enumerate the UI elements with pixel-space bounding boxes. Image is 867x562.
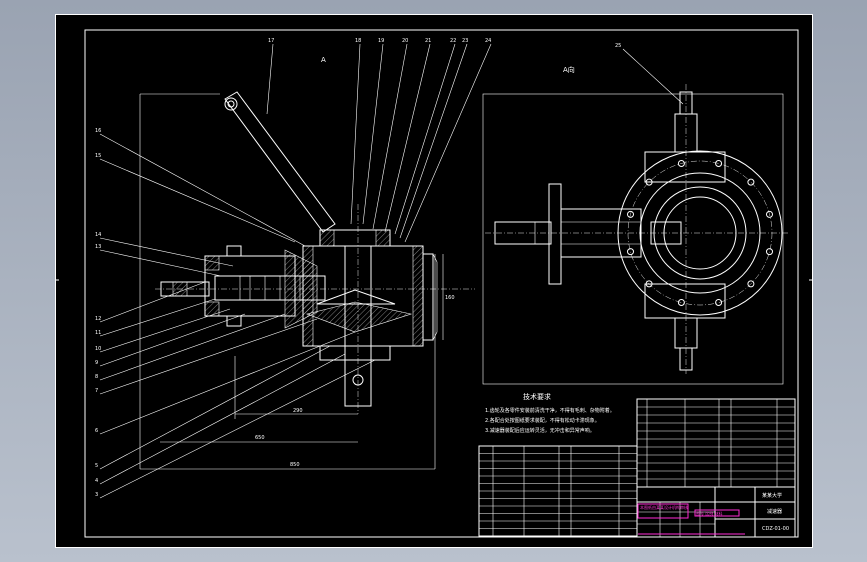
svg-text:16: 16	[95, 128, 101, 134]
svg-text:13: 13	[95, 244, 101, 250]
svg-text:5: 5	[95, 463, 98, 469]
svg-text:9: 9	[95, 360, 98, 366]
svg-text:19: 19	[378, 38, 384, 44]
inner-border	[84, 29, 799, 538]
end-view: A向 25	[482, 43, 790, 385]
drawing-sheet: 850 650 290 160 A	[55, 14, 813, 548]
stamp-text: 本图纸由某某设计机构审核	[640, 504, 688, 510]
stamp-subtext: 图号 比例 材料	[696, 510, 723, 516]
bolt-hole	[715, 160, 723, 167]
bolt-hole	[677, 160, 685, 167]
svg-text:3: 3	[95, 492, 98, 498]
svg-text:23: 23	[462, 38, 468, 44]
dimensions: 850 650 290 160	[139, 254, 455, 470]
tech-title: 技术要求	[523, 392, 551, 401]
svg-text:22: 22	[450, 38, 456, 44]
bolt-hole	[715, 299, 723, 306]
svg-text:4: 4	[95, 478, 98, 484]
bolt-hole	[747, 280, 755, 288]
bolt-hole	[766, 210, 773, 218]
tech-note-2: 2.各配合处按图纸要求装配，不得有松动卡滞现象。	[485, 417, 600, 424]
svg-text:6: 6	[95, 428, 98, 434]
view-label-left: A	[321, 56, 326, 64]
outer-border	[55, 14, 813, 548]
flange-bolt-holes	[627, 160, 773, 306]
cad-drawing-canvas: 850 650 290 160 A	[55, 14, 813, 548]
svg-text:20: 20	[402, 38, 408, 44]
bolt-hole	[677, 299, 685, 306]
leader-lines	[99, 43, 492, 499]
bolt-hole	[766, 248, 773, 256]
svg-text:8: 8	[95, 374, 98, 380]
dim-160: 160	[445, 295, 455, 301]
title-block: 某某大学 减速器 CDZ-01-00 本图纸由某某设计机构审核 图号 比例 材料	[636, 486, 796, 538]
svg-text:24: 24	[485, 38, 491, 44]
section-view: 850 650 290 160 A	[95, 38, 492, 499]
drawing-number: CDZ-01-00	[762, 526, 789, 532]
company-name: 某某大学	[762, 492, 782, 499]
bolt-hole	[747, 178, 755, 186]
view-label-right: A向	[563, 65, 575, 74]
svg-text:25: 25	[615, 43, 621, 49]
svg-text:10: 10	[95, 346, 101, 352]
svg-text:17: 17	[268, 38, 274, 44]
dim-650: 650	[255, 435, 265, 441]
tech-note-3: 3.减速器装配后应运转灵活，无冲击和异常声响。	[485, 427, 595, 434]
svg-text:14: 14	[95, 232, 101, 238]
dim-290: 290	[293, 408, 303, 414]
svg-text:12: 12	[95, 316, 101, 322]
parts-list-left	[478, 445, 638, 537]
technical-requirements: 技术要求 1.齿轮及各零件安装前清洗干净，不得有毛刺、杂物附着。 2.各配合处按…	[485, 392, 615, 434]
dim-850: 850	[290, 462, 300, 468]
part-number-labels: 17 18 19 20 21 22 23 24 16 15 14 13 12 1…	[95, 38, 491, 498]
svg-text:7: 7	[95, 388, 98, 394]
svg-text:18: 18	[355, 38, 361, 44]
svg-text:21: 21	[425, 38, 431, 44]
parts-list-right	[636, 398, 796, 488]
bolt-hole	[627, 248, 634, 256]
drawing-name: 减速器	[767, 508, 782, 515]
svg-text:11: 11	[95, 330, 101, 336]
bolt-hole	[627, 210, 634, 218]
svg-text:15: 15	[95, 153, 101, 159]
tech-note-1: 1.齿轮及各零件安装前清洗干净，不得有毛刺、杂物附着。	[485, 407, 615, 414]
